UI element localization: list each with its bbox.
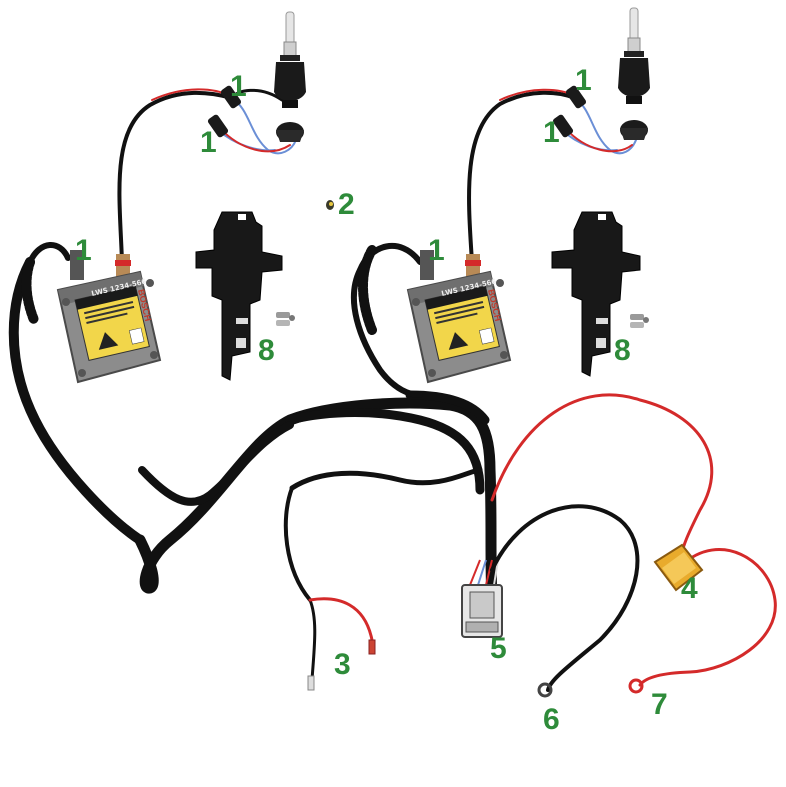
callout-3-trigger-wires: 3 [334,648,351,681]
mounting-bracket-1 [195,211,283,381]
callout-2-clip: 2 [338,188,355,221]
callout-6-ground: 6 [543,703,560,736]
ballast-2-lead [467,88,637,264]
ballast-1-lead [117,88,297,264]
power-wire [490,393,777,694]
mounting-bracket-2 [551,211,641,377]
callout-1-ballast-right: 1 [428,234,445,267]
wiring-connector [461,559,503,638]
callout-8-bracket-left: 8 [258,334,275,367]
callout-7-power: 7 [651,688,668,721]
main-wire-harness [8,242,498,606]
callout-1-connector-upper-left: 1 [230,70,247,103]
fuse-holder [653,543,704,592]
callout-1-connector-lower-right: 1 [543,116,560,149]
hid-bulb-2 [618,7,650,140]
callout-1-connector-lower-left: 1 [200,126,217,159]
callout-1-ballast-left: 1 [75,234,92,267]
callout-4-fuse: 4 [681,572,698,605]
bulb-1-connectors [207,85,242,138]
callout-8-bracket-right: 8 [614,334,631,367]
ballast-1: BOSCH LWS 1234-566 [56,250,162,384]
bulb-2-connectors [552,85,587,138]
ground-wire [490,504,640,698]
hid-bulb-1 [274,11,306,142]
ballast-2: BOSCH LWS 1234-566 [406,250,512,384]
callout-5-connector: 5 [490,632,507,665]
mounting-screws-2 [630,314,649,328]
mounting-screws-1 [276,312,295,326]
trigger-wires [283,467,483,691]
callout-1-connector-upper-right: 1 [575,64,592,97]
small-clip-part [326,200,334,210]
